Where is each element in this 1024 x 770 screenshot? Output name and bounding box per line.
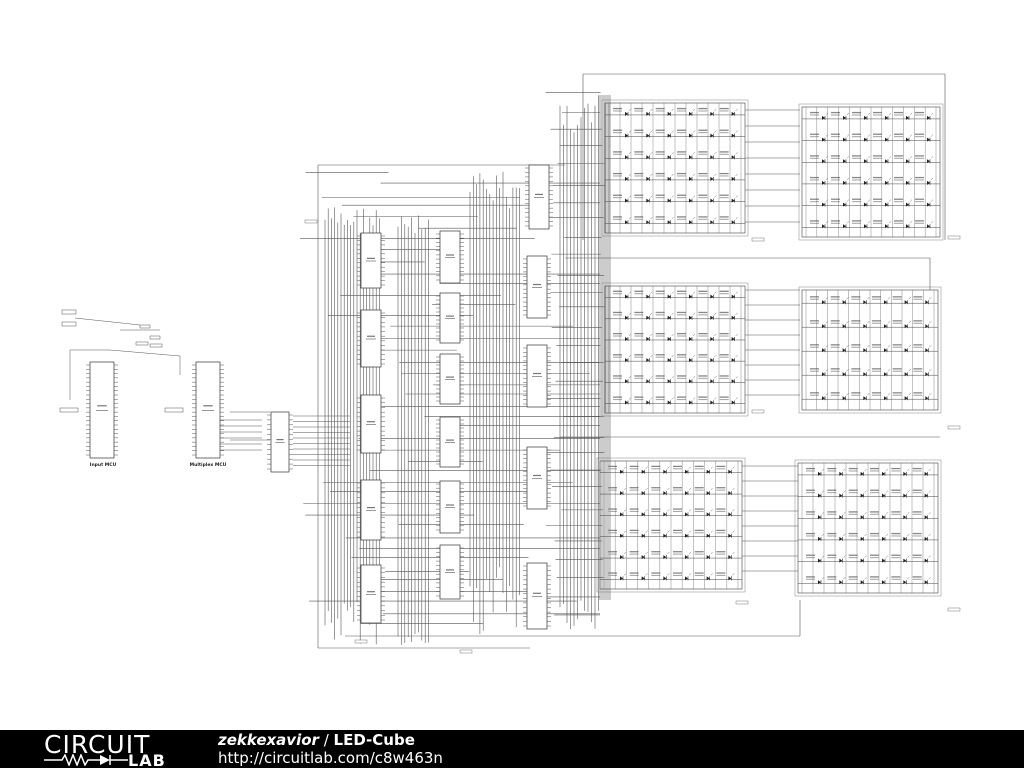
multiplex-mcu-caption: Multiplex MCU [190,462,227,468]
latch-ic-b-4 [436,416,464,468]
latch-ic-b-3 [436,353,464,405]
small-component-3 [59,407,79,413]
driver-ic-3 [523,344,551,408]
latch-ic-b-6 [436,544,464,600]
led-array-6 [794,459,942,597]
driver-ic-5 [523,562,551,630]
input-mcu-caption: Input MCU [90,462,117,468]
multiplex-mcu [192,361,224,459]
driver-ic-2 [523,255,551,319]
small-component-1 [61,309,77,315]
wire-network [220,73,946,649]
decoder-ic [267,411,293,473]
project-name-link[interactable]: LED-Cube [333,731,415,749]
small-component-4 [164,407,184,413]
net-label-1 [751,237,765,242]
small-component-5 [139,324,151,329]
net-label-7 [304,219,318,224]
input-mcu [86,361,118,459]
net-label-6 [947,607,961,612]
footer-bar: CIRCUIT LAB zekkexavior / LED-Cube http:… [0,730,1024,770]
latch-ic-a-3 [357,394,385,454]
latch-ic-a-2 [357,309,385,368]
net-label-3 [751,409,765,414]
driver-ic-4 [523,446,551,510]
small-component-8 [149,343,163,348]
latch-ic-a-5 [357,564,385,624]
net-label-9 [459,649,473,654]
led-array-5 [596,457,746,593]
led-array-1 [601,99,749,237]
circuitlab-logo[interactable]: CIRCUIT LAB [44,730,184,770]
led-array-2 [798,103,944,241]
small-component-6 [149,335,161,340]
small-component-7 [135,341,149,346]
latch-ic-b-1 [436,230,464,284]
author-link[interactable]: zekkexavior [218,731,319,749]
project-url-link[interactable]: http://circuitlab.com/c8w463n [218,749,443,767]
latch-ic-b-5 [436,480,464,534]
net-label-8 [354,639,368,644]
led-array-4 [798,286,942,414]
small-component-2 [61,321,77,327]
logo-circuit-text: CIRCUIT [44,730,151,759]
ic-components [86,164,553,630]
logo-waveform-icon [44,754,128,766]
led-array-3 [601,282,749,417]
logo-lab-text: LAB [128,751,166,770]
schematic-canvas: Input MCU Multiplex MCU [59,73,961,654]
led-arrays [304,99,961,654]
project-title: zekkexavior / LED-Cube [218,731,415,749]
latch-ic-a-1 [357,232,385,289]
microcontrollers: Input MCU Multiplex MCU [59,309,227,468]
net-label-5 [735,600,749,605]
net-label-4 [947,425,961,430]
latch-ic-a-4 [357,479,385,541]
title-separator: / [318,731,334,749]
net-label-2 [947,235,961,240]
driver-ic-1 [525,164,553,230]
latch-ic-b-2 [436,292,464,344]
